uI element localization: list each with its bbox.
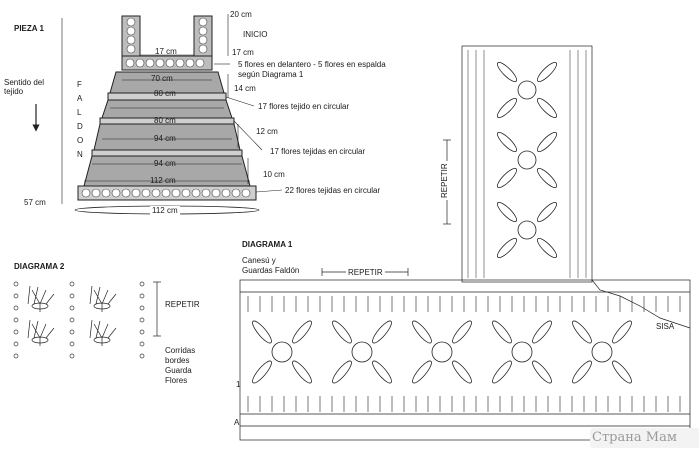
note-flores-1b: según Diagrama 1 (238, 70, 304, 79)
legend-line: Guarda (165, 366, 192, 375)
repetir-horizontal: REPETIR (346, 268, 385, 277)
dim-12cm: 12 cm (256, 127, 278, 136)
legend-line: Flores (165, 376, 188, 385)
diagram-1-subtitle-2: Guardas Faldón (242, 266, 300, 275)
pieza-title: PIEZA 1 (14, 24, 44, 33)
sisa-label: SISA (656, 322, 675, 331)
dim-17cm-width: 17 cm (155, 47, 177, 56)
dim-14cm: 14 cm (234, 84, 256, 93)
note-flores-4: 22 flores tejidas en circular (285, 186, 381, 195)
inicio-label: INICIO (243, 30, 268, 39)
faldon-letter: F (77, 80, 82, 89)
dim-80cm-b: 80 cm (154, 116, 176, 125)
faldon-letter: A (77, 94, 83, 103)
dim-17cm-height: 17 cm (232, 48, 254, 57)
note-flores-2: 17 flores tejido en circular (258, 102, 350, 111)
diagram-2-title: DIAGRAMA 2 (14, 262, 65, 271)
dim-20cm: 20 cm (230, 10, 252, 19)
row-1-label: 1 (236, 380, 241, 389)
dim-112cm: 112 cm (150, 176, 176, 185)
diagram-1-chart (239, 45, 691, 441)
repetir-label-2: REPETIR (165, 300, 200, 309)
row-a-label: A (234, 418, 240, 427)
faldon-letter: N (77, 150, 83, 159)
diagram-1-title: DIAGRAMA 1 (242, 240, 293, 249)
faldon-letter: D (77, 122, 83, 131)
faldon-letter: L (77, 108, 82, 117)
repetir-vertical: REPETIR (440, 161, 449, 200)
dim-10cm: 10 cm (263, 170, 285, 179)
dim-57cm: 57 cm (24, 198, 46, 207)
note-flores-1: 5 flores en delantero - 5 flores en espa… (238, 60, 386, 69)
dim-70cm: 70 cm (151, 74, 173, 83)
diagram-2-chart (13, 281, 161, 359)
diagram-1-subtitle: Canesú y (242, 256, 276, 265)
legend-line: bordes (165, 356, 190, 365)
garment-shape (32, 14, 283, 215)
note-flores-3: 17 flores tejidas en circular (270, 147, 366, 156)
dim-80cm: 80 cm (154, 89, 176, 98)
dim-94cm: 94 cm (154, 134, 176, 143)
legend-line: Corridas (165, 346, 196, 355)
faldon-letter: O (77, 136, 84, 145)
dim-112cm-bottom: 112 cm (150, 206, 180, 215)
watermark: Страна Мам (590, 428, 699, 448)
sentido-label: Sentido del tejido (4, 78, 45, 96)
dim-94cm-b: 94 cm (154, 159, 176, 168)
